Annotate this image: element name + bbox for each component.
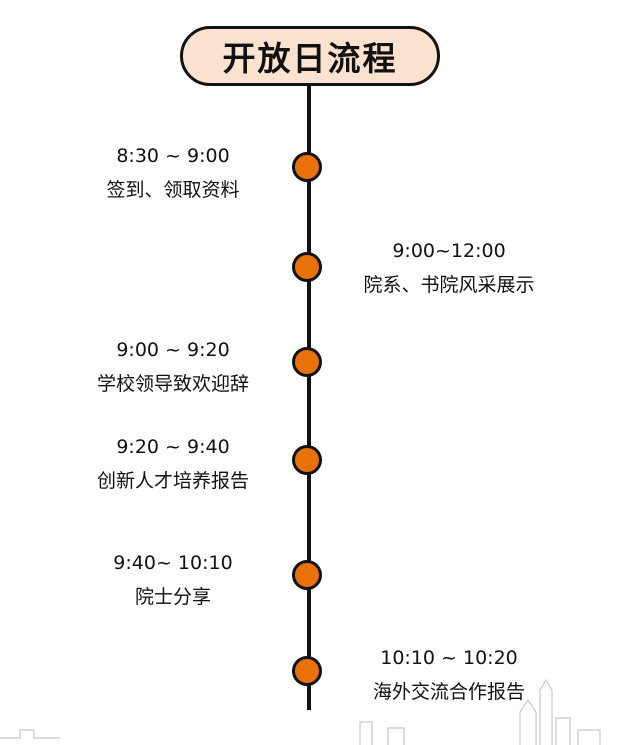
event-time: 10:10 ~ 10:20	[380, 647, 518, 669]
timeline-event-4: 9:20 ~ 9:40 创新人才培养报告	[53, 430, 293, 498]
event-time: 9:00~12:00	[392, 240, 506, 262]
event-time: 9:00 ~ 9:20	[116, 339, 230, 361]
event-time: 9:20 ~ 9:40	[116, 436, 230, 458]
timeline-event-5: 9:40~ 10:10 院士分享	[53, 546, 293, 614]
event-time: 8:30 ~ 9:00	[116, 145, 230, 167]
timeline-event-6: 10:10 ~ 10:20 海外交流合作报告	[329, 641, 569, 709]
event-time: 9:40~ 10:10	[113, 552, 233, 574]
timeline-line	[307, 80, 311, 710]
event-description: 海外交流合作报告	[372, 681, 525, 703]
timeline-dot-3	[292, 347, 322, 377]
event-description: 院士分享	[134, 586, 211, 608]
event-description: 签到、领取资料	[106, 179, 240, 201]
timeline-dot-4	[292, 445, 322, 475]
timeline-dot-5	[292, 560, 322, 590]
timeline-dot-2	[292, 252, 322, 282]
timeline-event-3: 9:00 ~ 9:20 学校领导致欢迎辞	[53, 333, 293, 401]
timeline-dot-1	[292, 152, 322, 182]
event-description: 创新人才培养报告	[96, 470, 249, 492]
event-description: 学校领导致欢迎辞	[96, 373, 249, 395]
page-title: 开放日流程	[180, 26, 440, 86]
event-description: 院系、书院风采展示	[363, 274, 535, 296]
timeline-event-2: 9:00~12:00 院系、书院风采展示	[329, 234, 569, 302]
timeline-dot-6	[292, 656, 322, 686]
timeline-event-1: 8:30 ~ 9:00 签到、领取资料	[53, 139, 293, 207]
